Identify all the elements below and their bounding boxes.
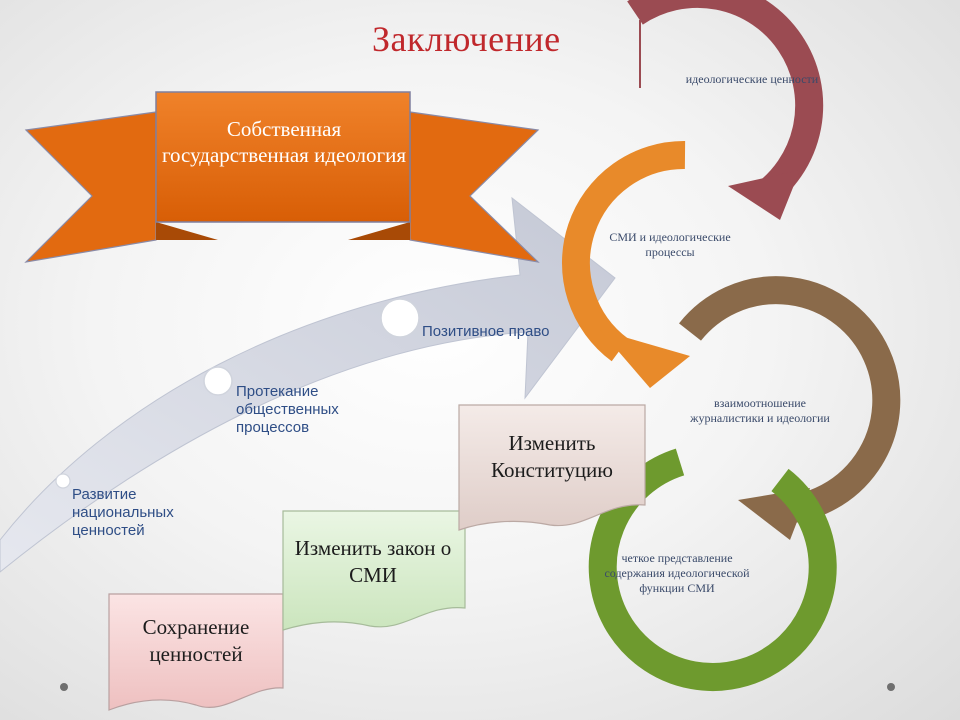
cycle-label-4: четкое представление содержания идеологи… <box>604 551 750 595</box>
slide-title: Заключение <box>372 19 561 59</box>
arrow-point-protekanie: Протекание общественных процессов <box>236 383 339 436</box>
card-konstituciya <box>458 404 646 531</box>
cycle-ring-4 <box>588 448 837 691</box>
ribbon-banner <box>24 91 540 263</box>
prev-slide-dot[interactable] <box>60 683 68 691</box>
card-zakon-smi <box>282 510 466 631</box>
progress-arrow <box>0 196 616 573</box>
cycle-label-1: идеологические ценности <box>685 72 819 86</box>
cycle-label-2: СМИ и идеологические процессы <box>609 230 731 259</box>
next-slide-dot[interactable] <box>887 683 895 691</box>
cycle-arrow-1 <box>627 0 824 220</box>
card-zakon-smi-text: Изменить закон о СМИ <box>294 536 452 587</box>
card-sohranenie <box>108 593 284 711</box>
cycle-label-3: взаимоотношение журналистики и идеологии <box>690 396 830 425</box>
card-konstituciya-text: Изменить Конституцию <box>490 431 613 482</box>
arrow-bullet-pozitivnoe <box>380 298 420 338</box>
arrow-point-pozitivnoe: Позитивное право <box>422 323 550 340</box>
banner-text: Собственная государственная идеология <box>161 117 407 167</box>
arrow-bullet-razvitie <box>55 473 71 489</box>
arrow-point-razvitie: Развитие национальных ценностей <box>72 486 174 539</box>
card-sohranenie-text: Сохранение ценностей <box>142 615 250 666</box>
cycle-arrow-2 <box>561 140 690 388</box>
arrow-bullet-protekanie <box>203 366 233 396</box>
